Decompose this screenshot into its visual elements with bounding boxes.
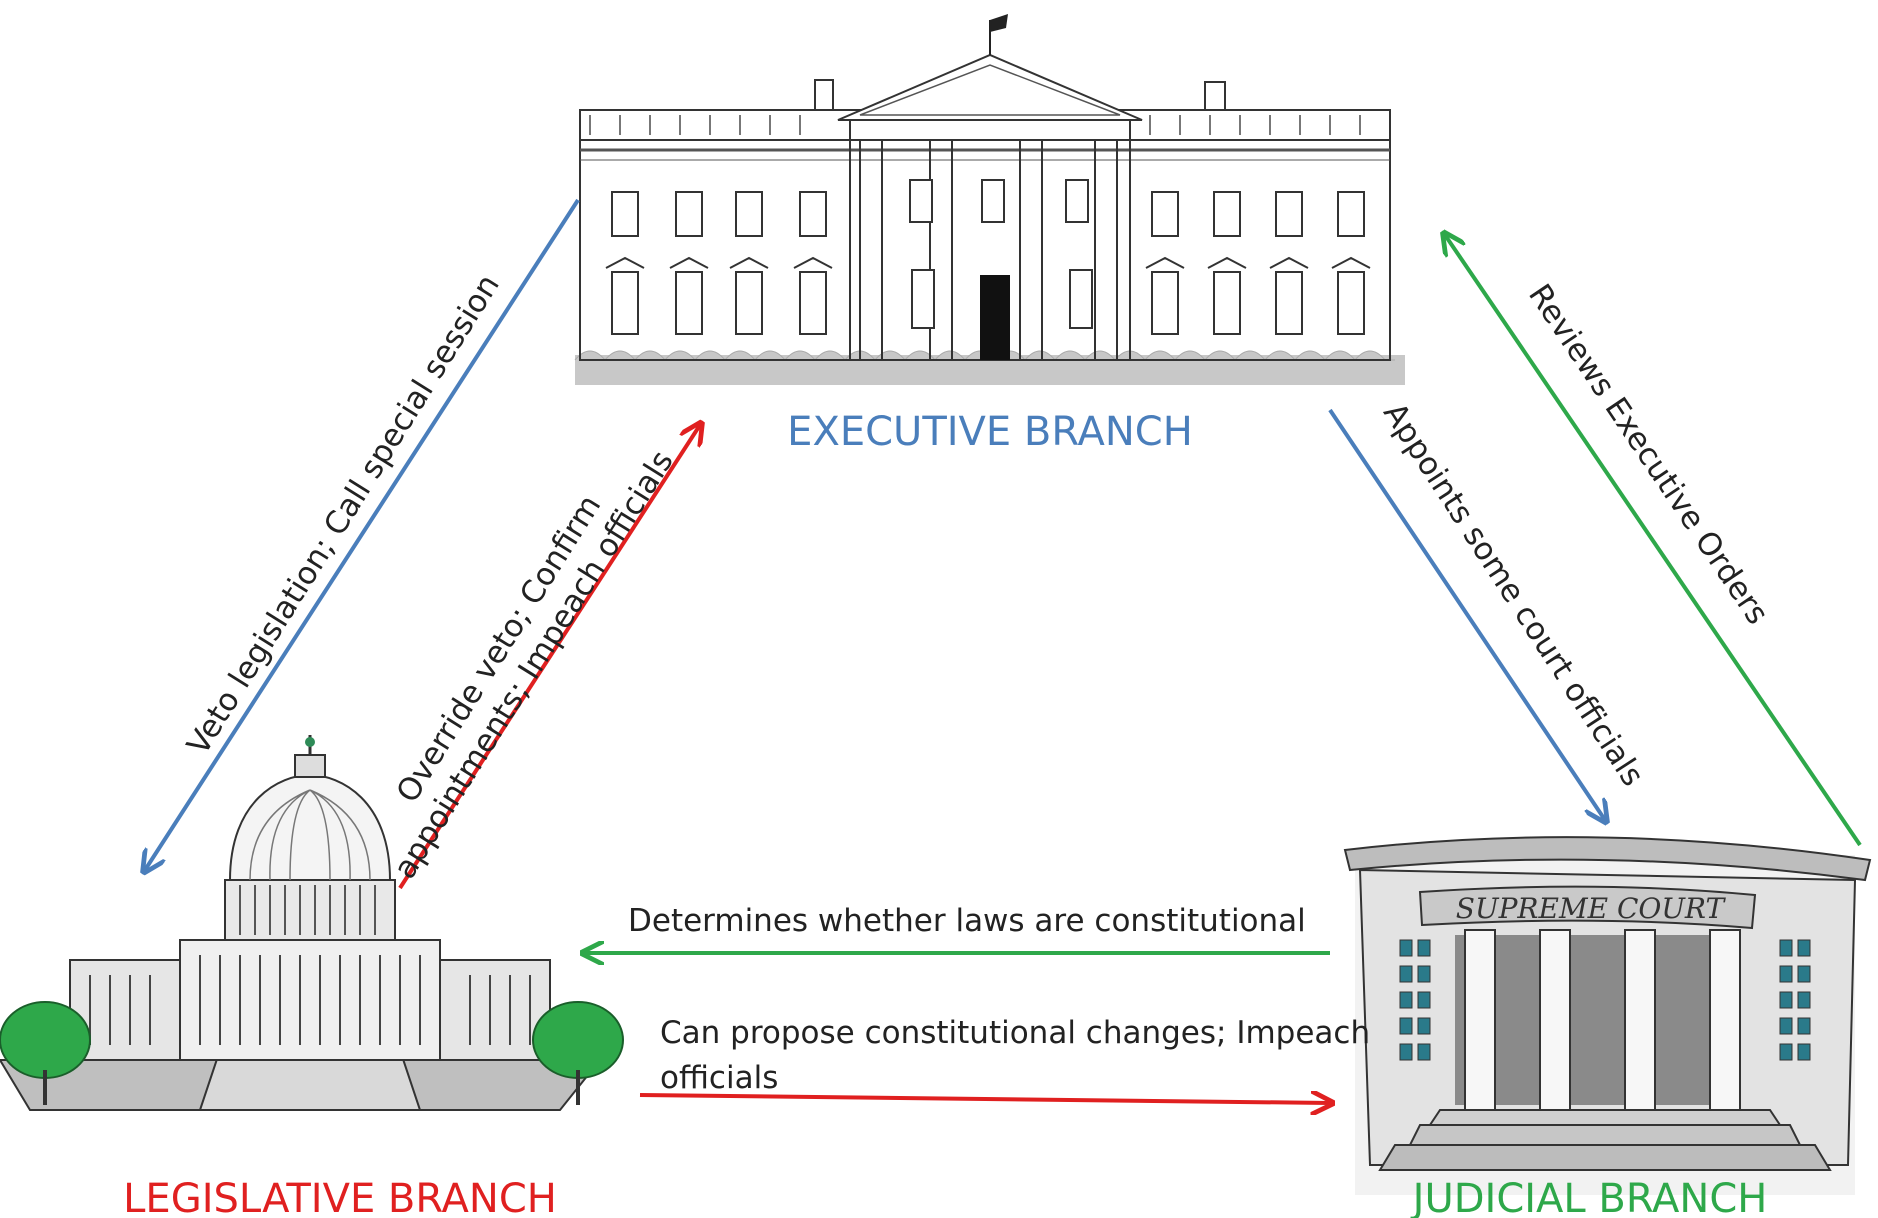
arrow-exec-to-jud — [1328, 408, 1605, 820]
capitol-building-icon — [0, 735, 624, 1111]
label-override-veto-line2: appointments; Impeach officials — [387, 444, 681, 885]
label-determines-constitutional: Determines whether laws are constitution… — [628, 903, 1306, 939]
arrow-leg-to-jud — [639, 1095, 1330, 1103]
arrow-exec-to-leg — [145, 198, 580, 870]
label-appoints-court-officials: Appoints some court officials — [1376, 396, 1651, 792]
supreme-court-sign: SUPREME COURT — [1456, 892, 1727, 925]
judicial-branch-label: JUDICIAL BRANCH — [1410, 1176, 1768, 1218]
svg-text:Override veto; Confirm app: Override veto; Confirm appointments; Imp… — [355, 424, 681, 885]
white-house-icon — [574, 14, 1405, 385]
executive-branch-label: EXECUTIVE BRANCH — [787, 409, 1193, 455]
label-override-veto-line1: Override veto; Confirm — [390, 489, 609, 809]
arrow-jud-to-exec — [1445, 235, 1862, 847]
supreme-court-icon: SUPREME COURT — [1343, 836, 1872, 1195]
arrow-leg-to-exec — [398, 425, 700, 890]
svg-text:Can propose constitutional ch: Can propose constitutional changes; Impe… — [660, 1015, 1380, 1096]
label-propose-changes-line1: Can propose constitutional changes; Impe… — [660, 1015, 1370, 1051]
legislative-branch-label: LEGISLATIVE BRANCH — [123, 1176, 557, 1218]
label-reviews-executive-orders: Reviews Executive Orders — [1521, 278, 1775, 631]
label-propose-changes-line2: officials — [660, 1060, 778, 1096]
